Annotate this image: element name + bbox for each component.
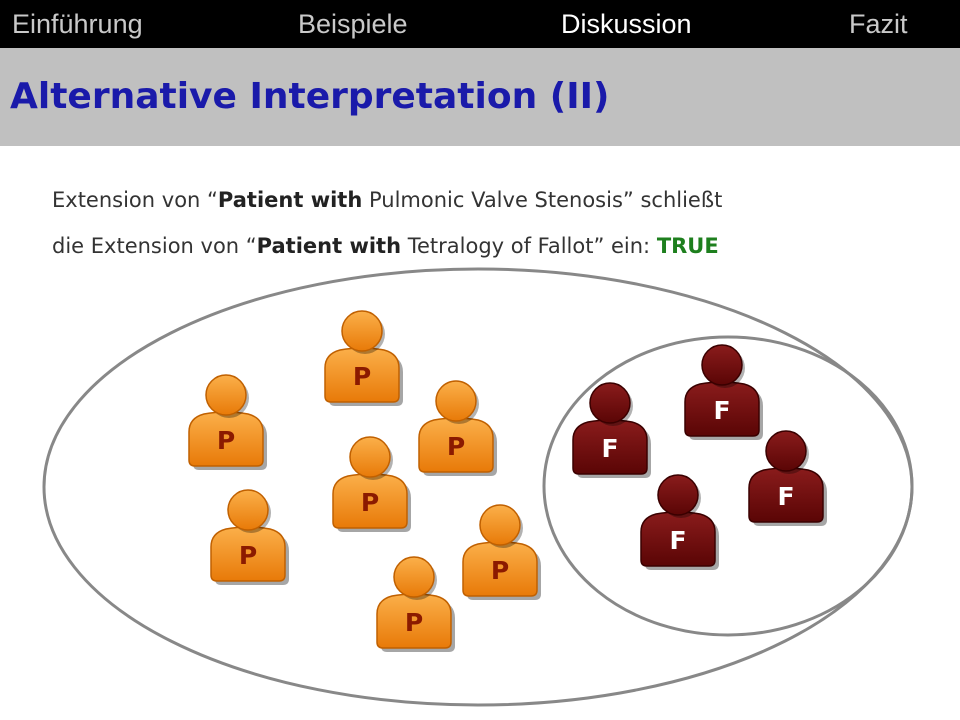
nav-item-beispiele[interactable]: Beispiele: [298, 9, 408, 39]
person-letter: F: [669, 526, 686, 555]
patient-pvs-figure: P: [324, 310, 403, 406]
title-bar: Alternative Interpretation (II): [0, 48, 960, 146]
persons-layer: P P P P P P P F F F F: [188, 310, 827, 652]
person-letter: P: [217, 426, 235, 455]
statement-2-pre: die Extension von “: [52, 234, 257, 258]
person-letter: P: [361, 488, 379, 517]
statement-line-1: Extension von “Patient with Pulmonic Val…: [52, 185, 722, 215]
patient-pvs-figure: P: [418, 380, 497, 476]
section-nav: Einführung Beispiele Diskussion Fazit: [0, 0, 960, 48]
person-letter: P: [353, 362, 371, 391]
patient-tof-figure: F: [640, 474, 719, 570]
inner-set-ellipse: [542, 335, 914, 637]
patient-pvs-figure: P: [376, 556, 455, 652]
nav-item-diskussion[interactable]: Diskussion: [561, 9, 692, 39]
statement-1-pre: Extension von “: [52, 188, 218, 212]
verdict-true: TRUE: [656, 234, 719, 258]
patient-tof-figure: F: [748, 430, 827, 526]
person-letter: F: [713, 396, 730, 425]
statement-2-bold: Patient with: [256, 234, 402, 258]
patient-pvs-figure: P: [462, 504, 541, 600]
slide-title: Alternative Interpretation (II): [10, 76, 610, 117]
patient-pvs-figure: P: [210, 489, 289, 585]
patient-pvs-figure: P: [332, 436, 411, 532]
patient-tof-figure: F: [684, 344, 763, 440]
person-letter: F: [601, 434, 618, 463]
person-letter: F: [777, 482, 794, 511]
patient-tof-figure: F: [572, 382, 651, 478]
nav-item-einfuehrung[interactable]: Einführung: [12, 9, 143, 39]
person-letter: P: [405, 608, 423, 637]
statement-line-2: die Extension von “Patient with Tetralog…: [52, 231, 719, 261]
statement-2-post: Tetralogy of Fallot” ein:: [401, 234, 657, 258]
statement-1-post: Pulmonic Valve Stenosis” schließt: [362, 188, 723, 212]
nav-item-fazit[interactable]: Fazit: [849, 9, 908, 39]
statement-1-bold: Patient with: [217, 188, 363, 212]
person-letter: P: [491, 556, 509, 585]
person-letter: P: [447, 432, 465, 461]
patient-pvs-figure: P: [188, 374, 267, 470]
person-letter: P: [239, 541, 257, 570]
